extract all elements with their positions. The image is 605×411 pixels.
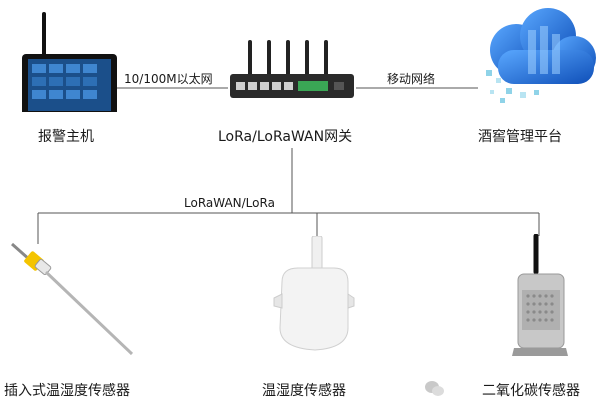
node-label-th-sensor: 温湿度传感器 (262, 383, 346, 399)
link-label-ethernet: 10/100M以太网 (124, 72, 213, 86)
probe-sensor-device (4, 236, 134, 360)
link-label-mobile: 移动网络 (387, 72, 436, 86)
th-sensor-device (268, 236, 358, 356)
co2-sensor-device (508, 234, 572, 358)
node-label-gateway: LoRa/LoRaWAN网关 (218, 129, 353, 145)
gateway-router-device (228, 38, 356, 106)
alarm-host-device (20, 12, 120, 112)
node-label-probe-sensor: 插入式温湿度传感器 (4, 383, 130, 399)
link-label-lorawan: LoRaWAN/LoRa (184, 196, 275, 210)
node-label-co2-sensor: 二氧化碳传感器 (482, 383, 580, 399)
node-label-platform: 酒窖管理平台 (478, 129, 562, 145)
node-label-host: 报警主机 (38, 129, 94, 145)
wechat-icon (424, 380, 446, 398)
cloud-platform-icon (476, 6, 600, 116)
